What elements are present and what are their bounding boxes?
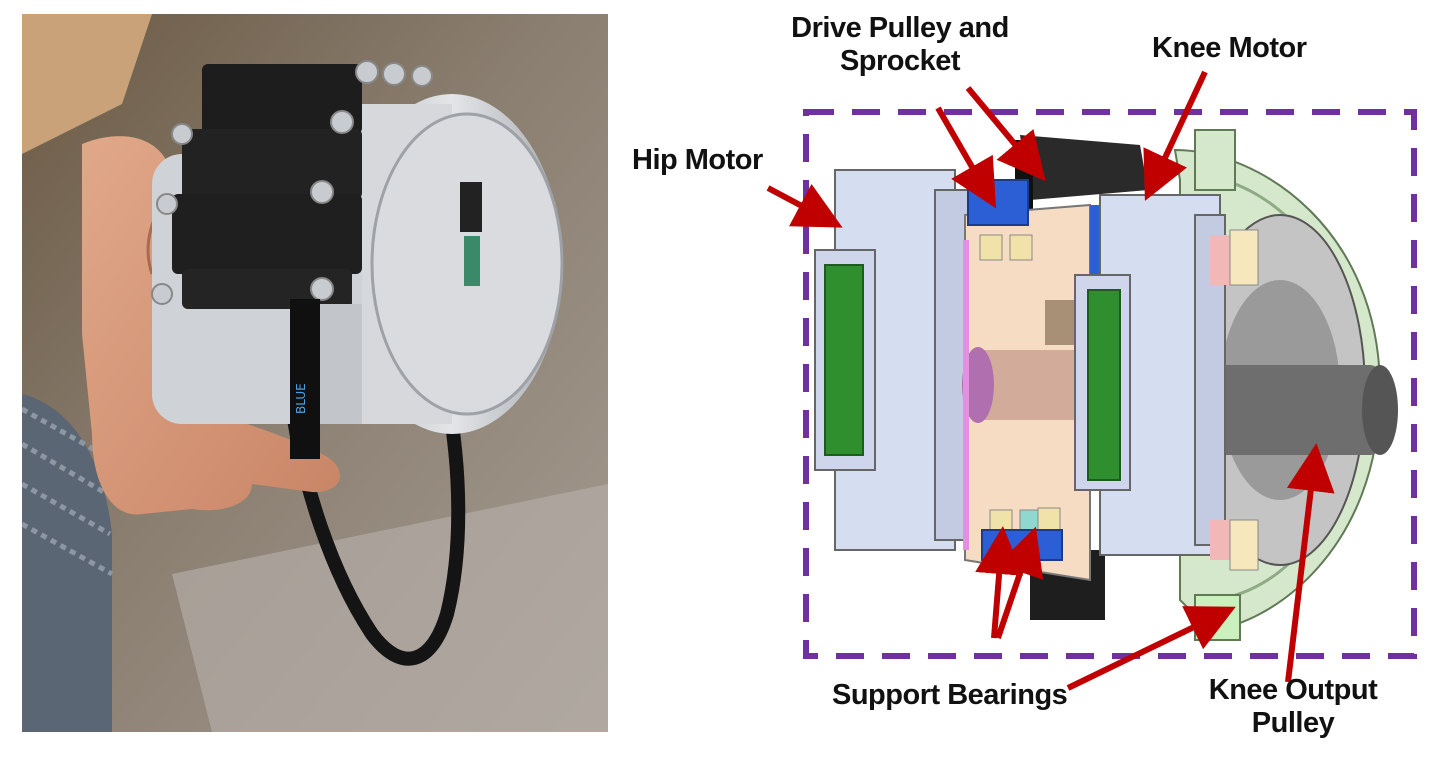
label-knee-output-line2: Pulley xyxy=(1251,707,1335,739)
cross-section-diagram: Hip Motor Drive Pulley and Sprocket Knee… xyxy=(620,0,1430,752)
label-knee-output-pulley: Knee Output Pulley xyxy=(1188,674,1398,740)
callout-arrows xyxy=(766,70,1335,691)
label-drive-pulley: Drive Pulley and Sprocket xyxy=(780,12,1020,78)
label-knee-output-line1: Knee Output xyxy=(1208,674,1378,706)
support-bearings-graphic xyxy=(981,507,1063,561)
label-knee-motor: Knee Motor xyxy=(1152,32,1307,64)
arrow-support-bearing-2 xyxy=(995,526,1044,639)
dashed-boundary-box xyxy=(803,109,1417,659)
arrow-support-bearing-3 xyxy=(1066,606,1236,691)
arrow-drive-pulley-1 xyxy=(935,106,997,209)
arrow-knee-output xyxy=(1285,443,1335,683)
prototype-photo: BLUE xyxy=(22,14,608,732)
arrow-hip-motor xyxy=(766,183,843,228)
arrow-knee-motor xyxy=(1143,70,1208,201)
label-drive-pulley-line1: Drive Pulley and xyxy=(791,12,1009,44)
arrow-drive-pulley-2 xyxy=(965,86,1046,182)
drive-shaft-graphic xyxy=(962,203,1091,582)
label-hip-motor: Hip Motor xyxy=(632,144,763,176)
hip-motor-graphic xyxy=(814,169,976,551)
label-support-bearings: Support Bearings xyxy=(832,679,1068,711)
knee-motor-graphic xyxy=(1074,194,1259,571)
svg-text:BLUE: BLUE xyxy=(294,383,308,414)
label-drive-pulley-line2: Sprocket xyxy=(839,45,961,77)
diagram-graphics xyxy=(766,70,1417,691)
